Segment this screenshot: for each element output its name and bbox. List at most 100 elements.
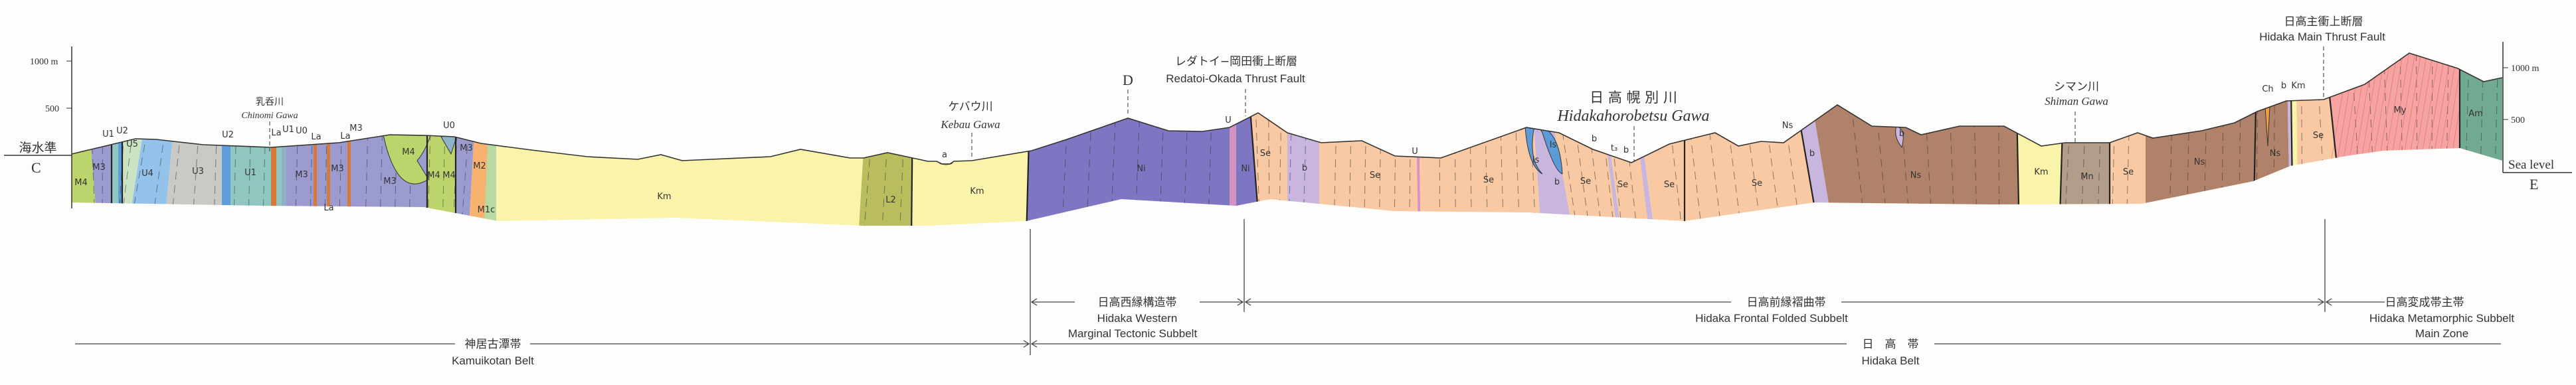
formation-label: M4 bbox=[427, 171, 440, 181]
strike-dash bbox=[247, 53, 254, 226]
left-tick-500: 500 bbox=[45, 104, 59, 114]
formation-label: b bbox=[1302, 163, 1307, 173]
formation-label: Se bbox=[1617, 180, 1628, 190]
unit-u bbox=[1230, 53, 1236, 226]
redatoi-fault-en: Redatoi-Okada Thrust Fault bbox=[1166, 72, 1305, 85]
frontal-subbelt-en: Hidaka Frontal Folded Subbelt bbox=[1695, 312, 1848, 325]
unit-m3 bbox=[82, 53, 112, 226]
hidaka-belt-en: Hidaka Belt bbox=[1862, 354, 1920, 367]
formation-label: Ni bbox=[1137, 164, 1145, 174]
formation-units bbox=[72, 53, 2502, 226]
unit-se bbox=[2110, 53, 2146, 226]
formation-label: Is bbox=[1532, 155, 1540, 165]
formation-label: b bbox=[1554, 177, 1560, 187]
unit-my bbox=[2324, 53, 2460, 226]
formation-label: Ns bbox=[1910, 171, 1922, 181]
formation-label: Km bbox=[657, 192, 671, 202]
horobetsu-river-ja: 日 高 幌 別 川 bbox=[1590, 90, 1677, 106]
lens-is bbox=[1524, 125, 1543, 175]
unit-ni bbox=[1026, 53, 1230, 226]
right-elevation-axis: 1000 m 500 Sea level E bbox=[2502, 42, 2572, 193]
unit-u2 bbox=[118, 53, 122, 226]
tectonic-zone-labels: 日高西縁構造帯 Hidaka Western Marginal Tectonic… bbox=[452, 296, 2514, 367]
strike-dash bbox=[169, 53, 191, 226]
topographic-surface-line bbox=[71, 52, 2503, 165]
formation-label: U2 bbox=[222, 130, 234, 140]
unit-l2 bbox=[858, 53, 913, 226]
hidaka-belt-ja: 日 高 帯 bbox=[1863, 338, 1919, 351]
formation-label: M3 bbox=[349, 123, 363, 133]
strike-dash bbox=[2111, 53, 2118, 226]
unit-u0 bbox=[282, 53, 286, 226]
unit-mn bbox=[2059, 53, 2110, 226]
unit-u1 bbox=[112, 53, 118, 226]
formation-label: U1 bbox=[102, 129, 114, 139]
western-subbelt-en-1: Hidaka Western bbox=[1097, 312, 1178, 325]
right-sea-level-label: Sea level bbox=[2508, 158, 2554, 172]
formation-label: a bbox=[942, 150, 947, 160]
strike-dash bbox=[102, 53, 104, 226]
formation-label: U0 bbox=[296, 126, 308, 136]
formation-label: Ch bbox=[2262, 84, 2273, 94]
formation-label: b bbox=[1592, 134, 1597, 144]
strike-dash bbox=[2063, 53, 2074, 226]
chinomi-river-ja: 乳呑川 bbox=[256, 97, 284, 108]
lens-b bbox=[1895, 125, 1904, 149]
strike-dash bbox=[191, 53, 206, 226]
formation-label: Am bbox=[2468, 109, 2483, 119]
formation-label: La bbox=[340, 131, 350, 141]
formation-label: U0 bbox=[443, 121, 455, 131]
formation-label: M3 bbox=[383, 177, 397, 187]
formation-label: Km bbox=[970, 187, 984, 196]
frontal-subbelt-ja: 日高前縁褶曲帯 bbox=[1747, 296, 1826, 309]
formation-label: Se bbox=[1260, 149, 1271, 159]
unit-se bbox=[1418, 53, 1542, 226]
formation-label: Km bbox=[2034, 167, 2048, 177]
unit-ns bbox=[1801, 53, 2019, 226]
strike-dash bbox=[1333, 53, 1339, 226]
redatoi-fault-ja: レダトイ−岡田衝上断層 bbox=[1175, 55, 1297, 68]
kamuikotan-belt-ja: 神居古潭帯 bbox=[465, 338, 521, 351]
formation-label: Se bbox=[1370, 171, 1380, 181]
formation-label: M3 bbox=[295, 170, 308, 180]
top-annotations: 乳呑川 Chinomi Gawa ケバウ川 Kebau Gawa D レダトイ−… bbox=[241, 15, 2385, 161]
chinomi-river-en: Chinomi Gawa bbox=[241, 111, 298, 121]
formation-label: M3 bbox=[331, 164, 344, 174]
formation-label: U bbox=[1412, 147, 1418, 157]
strike-dash bbox=[1348, 53, 1354, 226]
unit-b bbox=[1287, 53, 1319, 226]
right-end-label: E bbox=[2530, 176, 2538, 193]
main-thrust-en: Hidaka Main Thrust Fault bbox=[2259, 31, 2385, 43]
formation-label: b bbox=[2281, 81, 2286, 91]
formation-label: M3 bbox=[460, 143, 473, 153]
strike-dash bbox=[232, 53, 239, 226]
formation-label: Ns bbox=[2194, 157, 2205, 167]
formation-label: La bbox=[271, 128, 281, 138]
unit-km bbox=[2015, 53, 2065, 226]
formation-label: La bbox=[311, 132, 321, 142]
formation-label: Ni bbox=[1241, 164, 1249, 174]
metamorphic-subbelt-en-1: Hidaka Metamorphic Subbelt bbox=[2369, 312, 2515, 325]
right-tick-1000: 1000 m bbox=[2511, 64, 2539, 74]
formation-label: M4 bbox=[74, 178, 88, 188]
metamorphic-subbelt-en-2: Main Zone bbox=[2415, 327, 2468, 340]
formation-label: U3 bbox=[192, 167, 204, 177]
formation-label: M4 bbox=[402, 147, 415, 157]
formation-label: Ns bbox=[1782, 121, 1794, 131]
unit-la bbox=[271, 53, 276, 226]
formation-label: M3 bbox=[92, 163, 106, 173]
strike-dash bbox=[262, 53, 268, 226]
shiman-river-en: Shiman Gawa bbox=[2045, 95, 2108, 108]
formation-label: Km bbox=[2291, 81, 2305, 91]
kamuikotan-belt-en: Kamuikotan Belt bbox=[452, 354, 534, 367]
unit-u1 bbox=[230, 53, 271, 226]
formation-label: M1c bbox=[478, 205, 496, 215]
formation-label: b bbox=[1623, 145, 1629, 155]
left-tick-1000: 1000 m bbox=[30, 57, 58, 67]
western-subbelt-ja: 日高西縁構造帯 bbox=[1098, 296, 1177, 309]
unit-m4 bbox=[72, 53, 98, 226]
metamorphic-subbelt-ja: 日高変成帯主帯 bbox=[2385, 296, 2464, 309]
unit-u3 bbox=[163, 53, 222, 226]
formation-label: Ns bbox=[2270, 149, 2281, 159]
